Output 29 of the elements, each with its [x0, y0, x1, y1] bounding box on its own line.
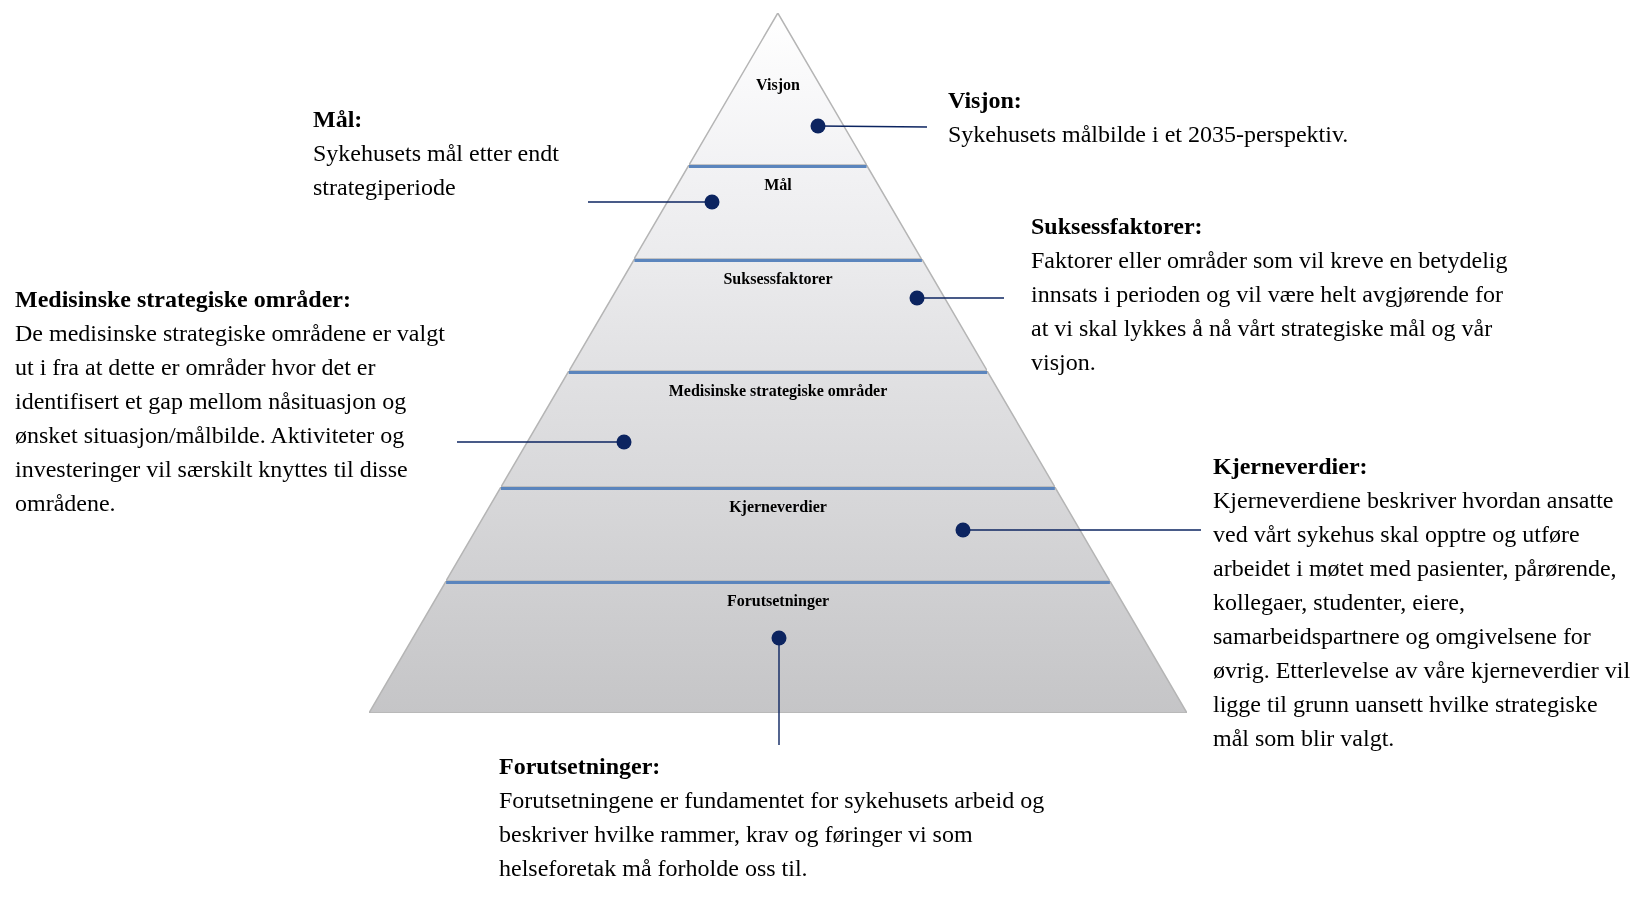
callout-text: Sykehusets målbilde i et 2035-perspektiv. — [948, 120, 1350, 149]
pyramid-band — [446, 487, 1110, 581]
callout-heading: Kjerneverdier: — [1213, 452, 1369, 481]
callout-heading: Forutsetninger: — [499, 752, 662, 781]
callout-text: Faktorer eller områder som vil kreve en betydelig innsats i perioden og vil være helt avgjørende for at vi skal lykkes å nå vårt strategiske mål og vår visjon. — [1031, 246, 1509, 377]
callout-heading: Visjon: — [948, 86, 1023, 115]
band-label: Kjerneverdier — [729, 497, 827, 517]
band-label: Visjon — [756, 75, 800, 95]
pyramid-band — [568, 259, 988, 371]
band-label: Forutsetninger — [726, 591, 830, 611]
leader-line — [909, 290, 1005, 306]
leader-line — [955, 522, 1202, 538]
leader-line — [456, 434, 632, 450]
leader-line — [587, 194, 720, 210]
leader-line — [771, 630, 787, 746]
callout-text: Forutsetningene er fundamentet for sykehusets arbeid og beskriver hvilke rammer, krav og føringer vi som helseforetak må forholde oss til. — [499, 786, 1046, 883]
leader-line — [810, 118, 928, 134]
callout-heading: Medisinske strategiske områder: — [15, 285, 352, 314]
band-label: Mål — [764, 175, 792, 195]
callout-text: Kjerneverdiene beskriver hvordan ansatte ved vårt sykehus skal opptre og utføre arbeidet i møtet med pasienter, pårørende, kollegaer, studenter, eiere, samarbeidspartnere og omgivelsene for øvrig. Etterlevelse av våre kjerneverdier vil ligge til grunn uansett hvilke strategiske mål som blir valgt. — [1213, 486, 1632, 753]
band-label: Suksessfaktorer — [723, 269, 833, 289]
band-label: Medisinske strategiske områder — [668, 381, 888, 401]
pyramid-band — [634, 165, 922, 259]
pyramid-band — [689, 13, 867, 165]
callout-text: De medisinske strategiske områdene er valgt ut i fra at dette er områder hvor det er identifisert et gap mellom nåsituasjon og ønsket situasjon/målbilde. Aktiviteter og investeringer vil særskilt knyttes til disse områdene. — [15, 319, 446, 518]
callout-heading: Suksessfaktorer: — [1031, 212, 1204, 241]
callout-heading: Mål: — [313, 105, 364, 134]
pyramid-band — [369, 581, 1187, 713]
callout-text: Sykehusets mål etter endt strategiperiode — [313, 139, 560, 202]
